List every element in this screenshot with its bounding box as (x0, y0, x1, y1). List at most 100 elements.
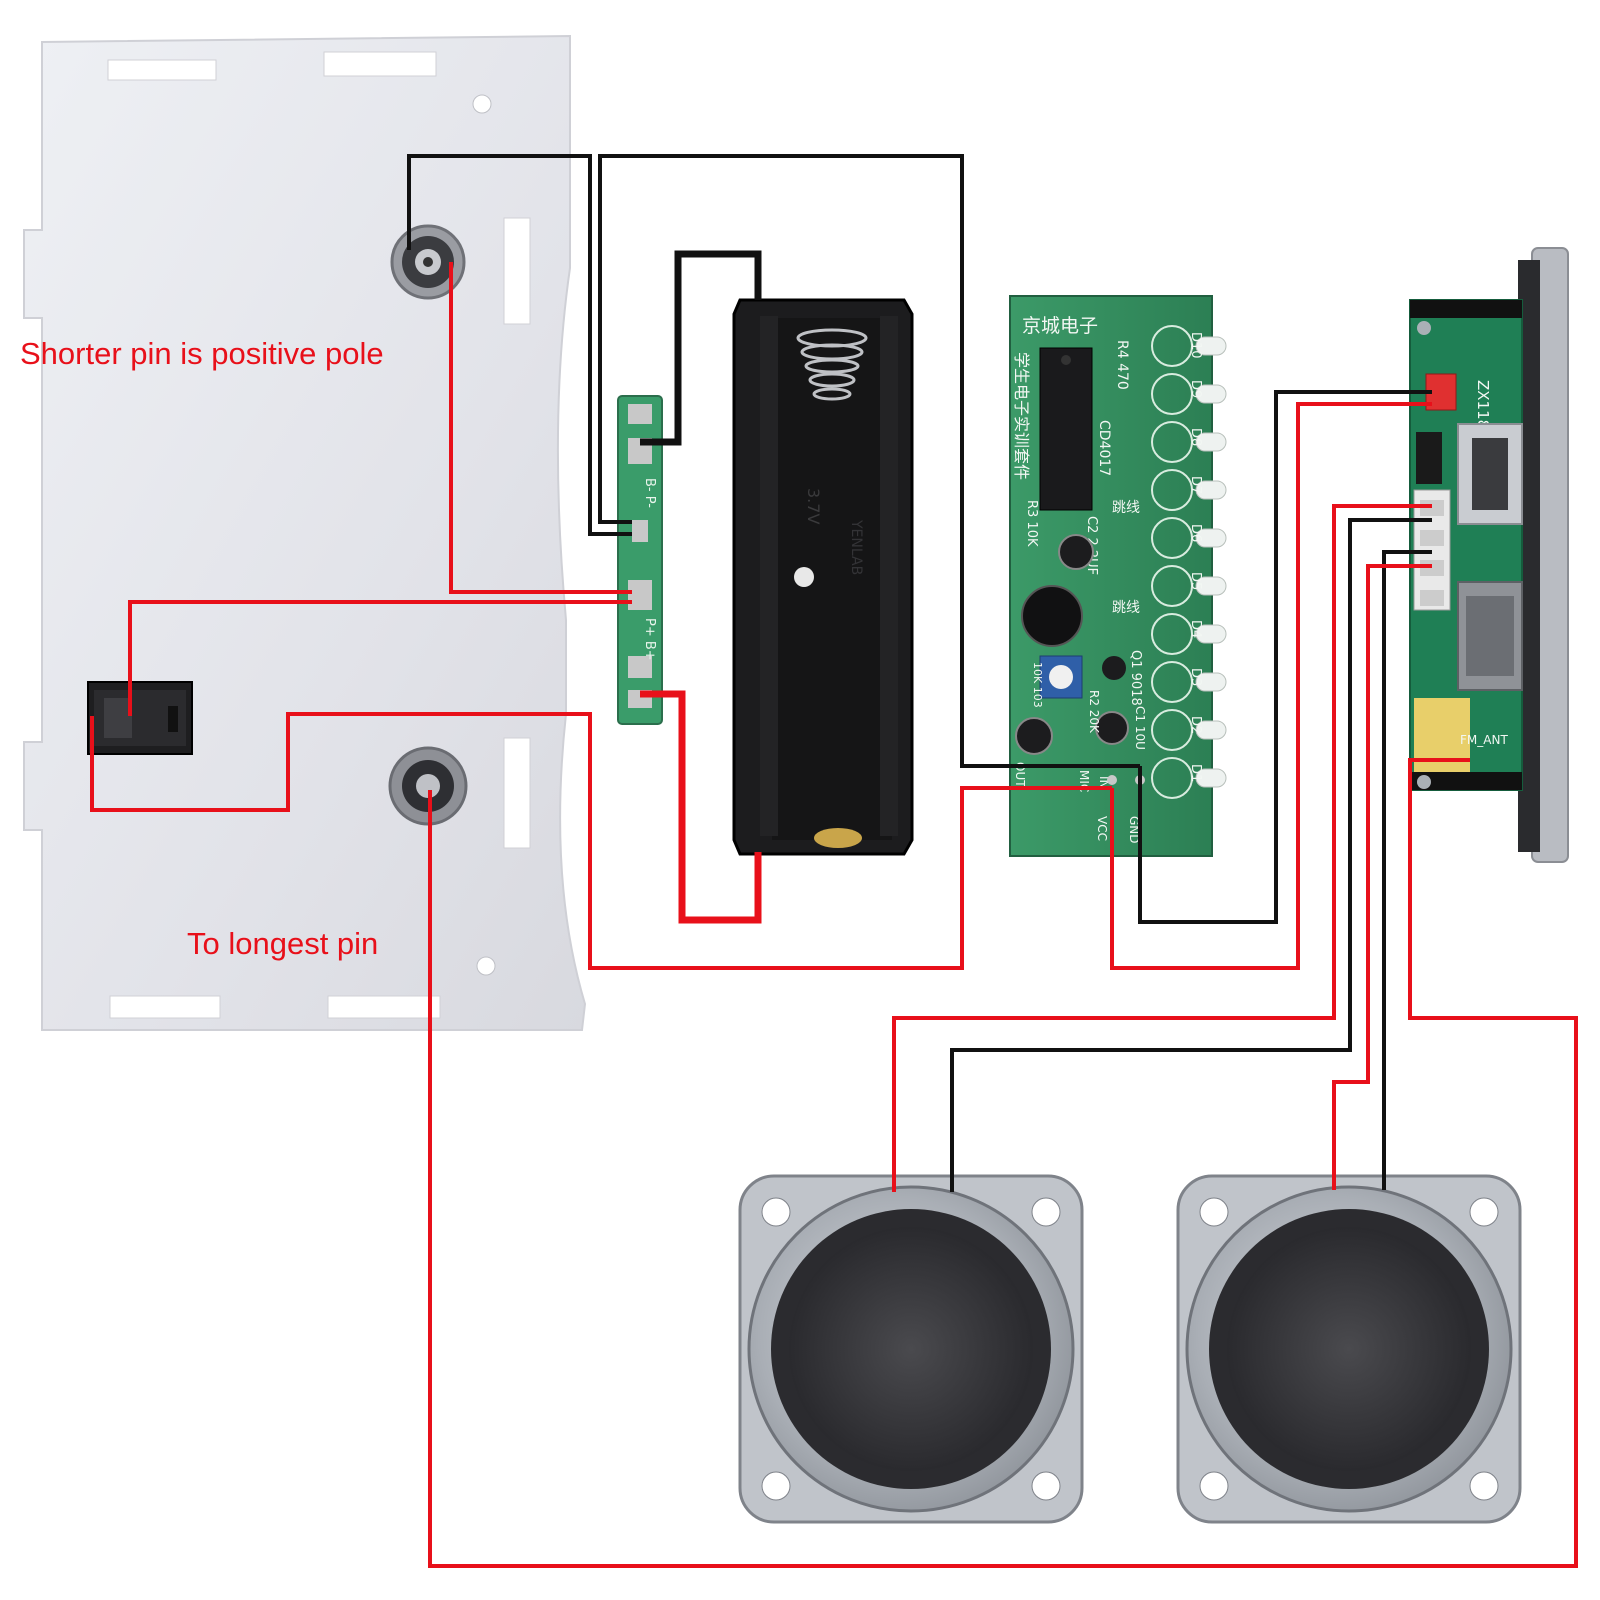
wire-red-mp3-speaker-right (1332, 564, 1432, 1190)
transistor-q1: Q1 9018 (1102, 650, 1143, 706)
wire-red-mp3-speaker-left (892, 504, 1432, 1192)
annotation-shorter-pin: Shorter pin is positive pole (20, 336, 384, 371)
led-board: 京城电子 学生电子实训套件 R4 470 CD4017 R3 10K C2 2.… (1009, 295, 1227, 857)
wire-black-mp3-speaker-left (950, 518, 1432, 1192)
led-label: D9 (1188, 380, 1203, 398)
led-bulb (1195, 624, 1227, 644)
led-outline (1151, 373, 1193, 415)
led-board-title: 京城电子 (1022, 315, 1098, 337)
led-label: D8 (1188, 428, 1203, 446)
pad-vcc (1107, 775, 1117, 785)
mp3-module: ZX118B FM_ANT (1409, 247, 1569, 863)
led-label: D7 (1188, 476, 1203, 494)
ic-label: CD4017 (1096, 420, 1112, 476)
wire-red-dcjack-charger (449, 262, 632, 594)
speaker-left (738, 1174, 1084, 1524)
potentiometer: 10K 103 (1031, 655, 1083, 708)
mp3-antenna-label: FM_ANT (1460, 733, 1508, 747)
microphone (1021, 585, 1083, 647)
led-outline (1151, 517, 1193, 559)
led-board-pin-gnd: GND (1127, 816, 1141, 844)
wire-black-dcjack-charger (407, 154, 632, 536)
led-board-pin-vcc: VCC (1095, 816, 1109, 841)
led-label: D2 (1188, 716, 1203, 734)
annotation-longest-pin: To longest pin (187, 926, 379, 961)
wire-red-vcc-mp3 (1110, 402, 1432, 970)
led-outline (1151, 565, 1193, 607)
enclosure-slot (109, 995, 221, 1019)
led-board-r2: R2 20K (1087, 690, 1101, 734)
enclosure-panel (23, 34, 587, 1031)
led-board-r3: R3 10K (1024, 500, 1039, 547)
battery-label-voltage: 3.7V (804, 488, 823, 524)
led-outline (1151, 709, 1193, 751)
battery-holder: 3.7V YENLAB (732, 298, 914, 856)
led-board-jumper-2: 跳线 (1112, 600, 1140, 616)
enclosure-slot (107, 59, 217, 81)
wire-red-switch-ledboard (90, 712, 1112, 970)
wire-black-gnd-mp3 (1138, 390, 1432, 924)
battery-positive-contact (814, 828, 862, 848)
speaker-right (1176, 1174, 1522, 1524)
charger-label-bottom: P+ B+ (642, 618, 657, 661)
led-bulb (1195, 480, 1227, 500)
battery-hole (794, 567, 814, 587)
led-bulb (1195, 768, 1227, 788)
led-bulb (1195, 384, 1227, 404)
wire-black-charger-ledboard (598, 154, 1140, 768)
led-outline (1151, 421, 1193, 463)
led-outline (1151, 325, 1193, 367)
connector-black (1416, 432, 1442, 484)
led-bulb (1195, 720, 1227, 740)
led-label: D3 (1188, 668, 1203, 686)
led-outline (1151, 613, 1193, 655)
wire-black-mp3-speaker-right (1382, 550, 1432, 1190)
capacitor-c1 (1015, 717, 1053, 755)
led-board-jumper-1: 跳线 (1112, 500, 1140, 516)
led-outline (1151, 469, 1193, 511)
battery-spring (796, 328, 868, 401)
led-board-c1: C1 10U (1133, 706, 1147, 750)
usb-port (1457, 423, 1523, 525)
led-bulb (1195, 576, 1227, 596)
capacitor-c3 (1095, 711, 1129, 745)
led-board-audio-out: OUT (1013, 762, 1027, 788)
wire-red-antenna-jack (428, 758, 1578, 1568)
power-switch (87, 681, 193, 755)
led-bulb (1195, 432, 1227, 452)
ic-cd4017: CD4017 (1039, 347, 1112, 511)
mount-screw (1417, 775, 1431, 789)
led-outline (1151, 661, 1193, 703)
led-board-subtitle: 学生电子实训套件 (1012, 352, 1031, 480)
led-bulb (1195, 672, 1227, 692)
pot-label: 10K 103 (1031, 662, 1044, 708)
led-outline (1151, 757, 1193, 799)
charger-label-top: B- P- (642, 478, 657, 508)
transistor-label: Q1 9018 (1128, 650, 1143, 706)
led-label: D6 (1188, 524, 1203, 542)
wire-red-switch-charger (128, 600, 632, 716)
mount-hole (472, 94, 492, 114)
mount-screw (1417, 321, 1431, 335)
dc-jack-top (390, 224, 466, 300)
led-label: D10 (1188, 332, 1203, 359)
enclosure-slot (327, 995, 441, 1019)
wires (90, 154, 1578, 1568)
led-label: D1 (1188, 764, 1203, 782)
led-board-r4: R4 470 (1114, 340, 1130, 390)
wire-red-charger-battery (640, 690, 762, 924)
led-bulb (1195, 528, 1227, 548)
led-label: D4 (1188, 620, 1203, 638)
enclosure-slot (323, 51, 437, 77)
capacitor-c2 (1058, 534, 1094, 570)
enclosure-slot (503, 737, 531, 849)
sd-card-slot (1457, 581, 1523, 691)
mount-hole (476, 956, 496, 976)
led-label: D5 (1188, 572, 1203, 590)
wire-black-charger-battery (640, 250, 762, 446)
battery-label-brand: YENLAB (848, 519, 864, 575)
led-bulb (1195, 336, 1227, 356)
dc-jack-bottom (388, 746, 468, 826)
